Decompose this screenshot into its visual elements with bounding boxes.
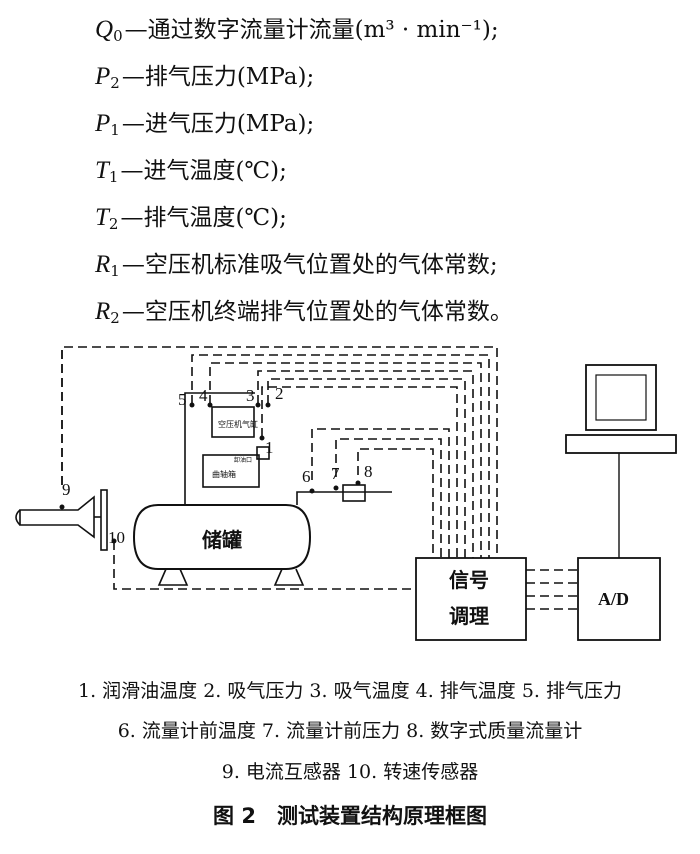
point-label-1: 1: [265, 438, 274, 457]
belt-pulley: [100, 489, 108, 551]
motor-body: [19, 495, 95, 539]
flowmeter-box: [342, 484, 366, 502]
motor-back: [15, 509, 21, 526]
variable-subscript: 1: [108, 168, 119, 186]
crankcase-label: 曲轴箱: [212, 469, 236, 479]
variable-description: —进气温度(℃);: [120, 158, 287, 184]
tank-leg-right: [273, 568, 305, 586]
variable-subscript: 1: [110, 121, 120, 139]
sensor-10-dot: [111, 538, 117, 544]
variable-symbol: T: [95, 204, 109, 231]
variable-subscript: 0: [113, 27, 123, 45]
variable-symbol: P: [95, 110, 111, 137]
legend-line-1: 1. 润滑油温度 2. 吸气压力 3. 吸气温度 4. 排气温度 5. 排气压力: [78, 680, 622, 702]
variable-item: P1—进气压力(MPa);: [95, 100, 513, 147]
sensor-6-dot: [309, 488, 315, 494]
equipment: [15, 364, 677, 641]
point-label-4: 4: [199, 386, 208, 405]
flow-pipe: [296, 491, 392, 505]
point-labels: 5 4 3 2 1 6 7 8 9 10: [62, 384, 373, 547]
variable-subscript: 2: [110, 309, 120, 327]
signal-label-line1: 信号: [449, 568, 489, 592]
sensor-3-dot: [255, 402, 261, 408]
point-label-2: 2: [275, 384, 284, 403]
figure-caption: 图 2 测试装置结构原理框图: [213, 804, 487, 828]
variable-item: P2—排气压力(MPa);: [95, 53, 513, 100]
crankcase-box: [202, 454, 260, 488]
sensor-1-dot: [259, 435, 265, 441]
variable-subscript: 2: [108, 215, 119, 233]
monitor: [585, 364, 657, 431]
point-label-9: 9: [62, 480, 71, 499]
box-labels: 空压机气缸 曲轴箱 卸油口 储罐 信号 调理 A/D: [202, 419, 629, 628]
cylinder-label: 空压机气缸: [218, 419, 258, 429]
test-setup-diagram: 5 4 3 2 1 6 7 8 9 10 空压机气缸 曲轴箱 卸油口 储罐 信号…: [15, 346, 677, 641]
variable-list: Q0—通过数字流量计流量(m³ · min⁻¹); P2—排气压力(MPa); …: [95, 6, 513, 335]
sensor-2-dot: [265, 402, 271, 408]
variable-description: —排气压力(MPa);: [121, 64, 315, 90]
variable-subscript: 1: [110, 262, 120, 280]
signal-label-line2: 调理: [449, 604, 489, 628]
ad-label: A/D: [598, 589, 629, 609]
variable-description: —排气温度(℃);: [120, 205, 287, 231]
variable-description: —进气压力(MPa);: [121, 111, 315, 137]
variable-symbol: R: [95, 298, 111, 325]
point-label-8: 8: [364, 462, 373, 481]
monitor-screen: [595, 374, 647, 421]
discharge-pipe: [184, 392, 255, 505]
variable-item: Q0—通过数字流量计流量(m³ · min⁻¹);: [95, 6, 513, 53]
pc-base: [565, 434, 677, 454]
sensor-7-dot: [333, 485, 339, 491]
point-label-3: 3: [246, 386, 255, 405]
signal-wires: [61, 346, 578, 610]
oil-drain: [256, 446, 270, 460]
variable-item: T2—排气温度(℃);: [95, 194, 513, 241]
signal-conditioning-box: [415, 557, 527, 641]
cylinder-box: [211, 406, 255, 438]
variable-description: —空压机终端排气位置处的气体常数。: [121, 299, 513, 325]
sensor-4-dot: [207, 402, 213, 408]
sensor-dots: [59, 402, 361, 544]
sensor-8-dot: [355, 480, 361, 486]
tank-label: 储罐: [202, 528, 242, 552]
variable-item: T1—进气温度(℃);: [95, 147, 513, 194]
point-label-5: 5: [178, 390, 187, 409]
storage-tank: [132, 504, 312, 570]
tank-leg-left: [157, 568, 189, 586]
variable-symbol: R: [95, 251, 111, 278]
variable-item: R2—空压机终端排气位置处的气体常数。: [95, 288, 513, 335]
variable-description: —空压机标准吸气位置处的气体常数;: [121, 252, 498, 278]
point-label-7: 7: [331, 464, 340, 483]
variable-symbol: P: [95, 63, 111, 90]
oil-drain-label: 卸油口: [234, 456, 252, 464]
variable-subscript: 2: [110, 74, 120, 92]
sensor-5-dot: [189, 402, 195, 408]
sensor-9-dot: [59, 504, 65, 510]
variable-symbol: T: [95, 157, 109, 184]
variable-item: R1—空压机标准吸气位置处的气体常数;: [95, 241, 513, 288]
variable-description: —通过数字流量计流量(m³ · min⁻¹);: [124, 17, 499, 43]
point-label-10: 10: [108, 528, 125, 547]
variable-symbol: Q: [95, 16, 114, 43]
legend-line-3: 9. 电流互感器 10. 转速传感器: [221, 761, 479, 783]
legend-line-2: 6. 流量计前温度 7. 流量计前压力 8. 数字式质量流量计: [117, 720, 583, 742]
point-label-6: 6: [302, 467, 311, 486]
